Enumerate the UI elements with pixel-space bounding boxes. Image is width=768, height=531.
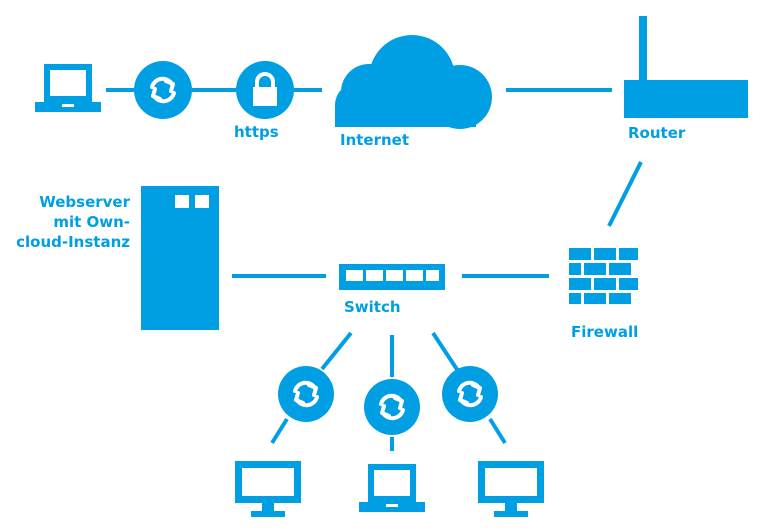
cloud-icon	[335, 35, 492, 129]
server-icon	[141, 186, 219, 330]
sync-icon	[364, 379, 420, 435]
firewall-icon	[569, 248, 638, 304]
router-icon	[624, 16, 748, 118]
laptop-icon	[35, 64, 101, 112]
switch-icon	[339, 264, 445, 290]
link-switch-sync-right	[431, 331, 460, 373]
monitor-icon	[235, 461, 301, 517]
sync-icon	[134, 61, 192, 119]
monitor-icon	[478, 461, 544, 517]
link-router-firewall	[607, 161, 643, 227]
webserver-label-line-3: cloud-Instanz	[16, 233, 130, 251]
firewall-label: Firewall	[571, 323, 639, 341]
switch-label: Switch	[344, 298, 401, 316]
internet-label: Internet	[340, 131, 410, 149]
link-sync-left-monitor	[270, 417, 289, 445]
sync-icon	[278, 366, 334, 422]
link-sync-right-monitor	[488, 417, 507, 445]
sync-icon	[442, 366, 498, 422]
webserver-label-line-1: Webserver	[39, 193, 130, 211]
link-switch-sync-left	[320, 331, 353, 371]
https-label: https	[234, 123, 279, 141]
webserver-label-line-2: mit Own-	[53, 213, 130, 231]
connections	[106, 88, 643, 451]
webserver-label: Webserver mit Own- cloud-Instanz	[12, 192, 130, 252]
laptop-icon	[359, 464, 425, 512]
lock-icon	[236, 61, 294, 119]
router-label: Router	[628, 124, 686, 142]
